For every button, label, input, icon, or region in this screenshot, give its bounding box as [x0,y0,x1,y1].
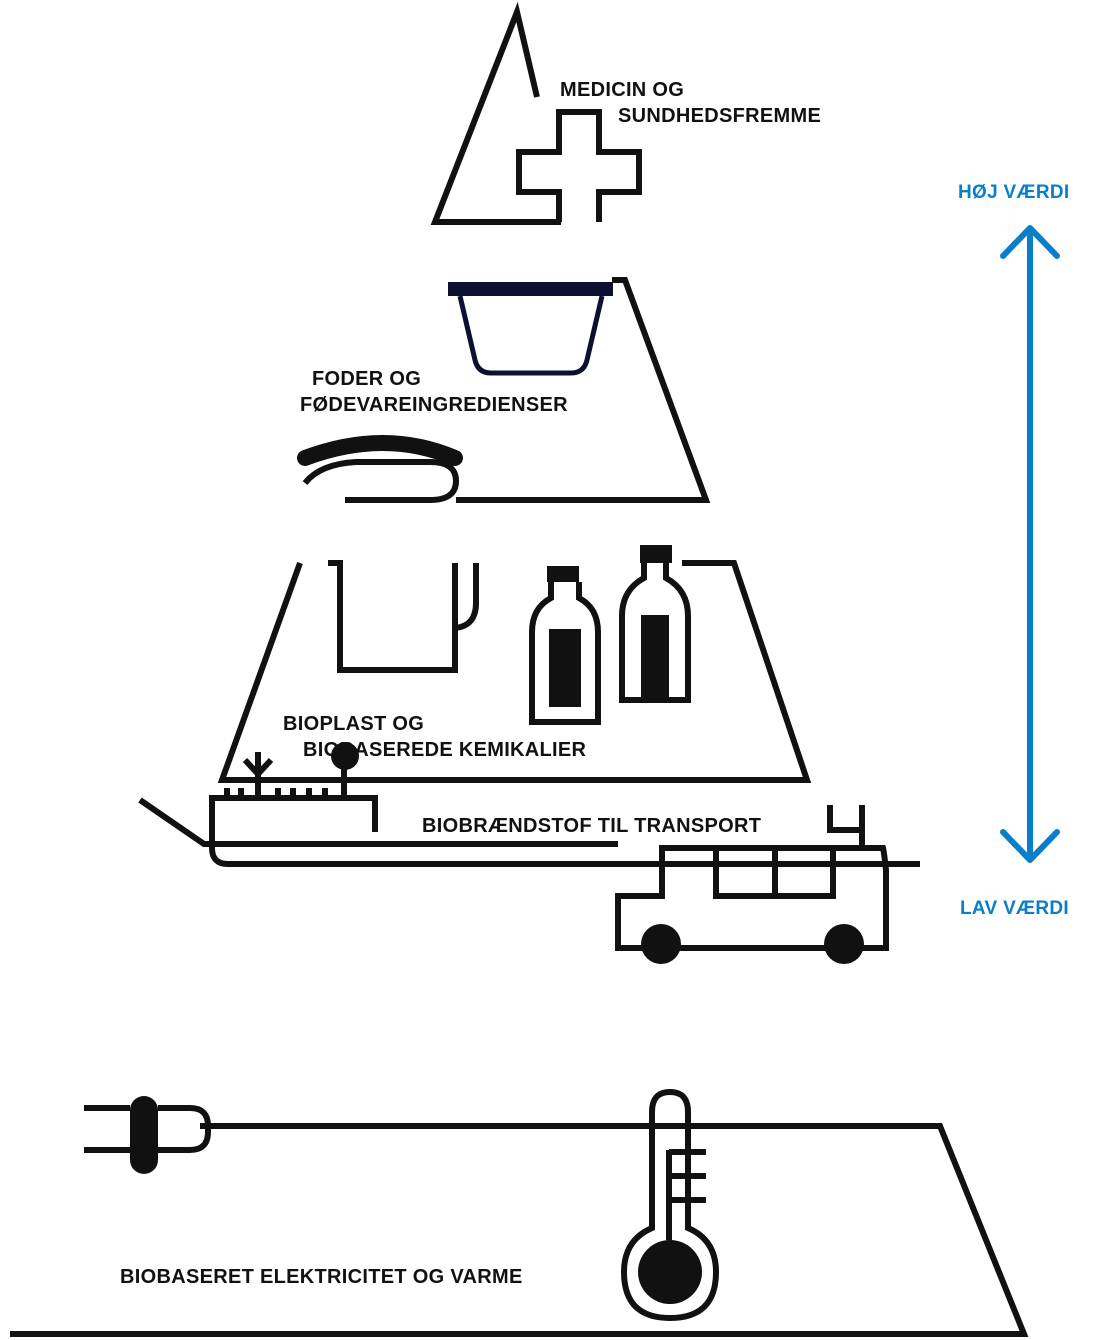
bottle-icon [619,545,691,703]
plug-icon [84,1096,211,1174]
label-foder: FODER OG FØDEVAREINGREDIENSER [300,366,568,418]
label-medicin-line1: MEDICIN OG [560,79,685,101]
tier-foder-outline [456,277,711,503]
label-energi: BIOBASERET ELEKTRICITET OG VARME [120,1266,523,1288]
label-transport: BIOBRÆNDSTOF TIL TRANSPORT [422,815,762,837]
bus-icon [615,805,889,964]
bottle-icon [529,566,601,725]
thermometer-icon [620,1088,720,1322]
label-foder-line1: FODER OG [312,368,422,390]
label-bioplast: BIOPLAST OG BIOBASEREDE KEMIKALIER [283,711,586,763]
greenhouse-plant-icon [209,742,378,867]
tier-bioplast-outline [217,560,812,783]
label-medicin: MEDICIN OG SUNDHEDSFREMME [560,77,821,129]
cup-icon [448,282,613,376]
scale-low-label: LAV VÆRDI [960,898,1069,919]
sausage-icon [297,435,463,503]
label-bioplast-line2: BIOBASEREDE KEMIKALIER [303,739,587,761]
double-arrow-icon [1000,225,1060,863]
tier-energi-outline [10,1123,1029,1337]
label-foder-line2: FØDEVAREINGREDIENSER [300,394,568,416]
tier-medicin-outline [430,1,561,225]
medical-cross-icon [516,109,642,222]
scale-high-label: HØJ VÆRDI [958,182,1070,203]
label-medicin-line2: SUNDHEDSFREMME [618,105,822,127]
tier-transport-outline [138,797,618,847]
pitcher-icon [328,560,479,673]
label-bioplast-line1: BIOPLAST OG [283,713,425,735]
